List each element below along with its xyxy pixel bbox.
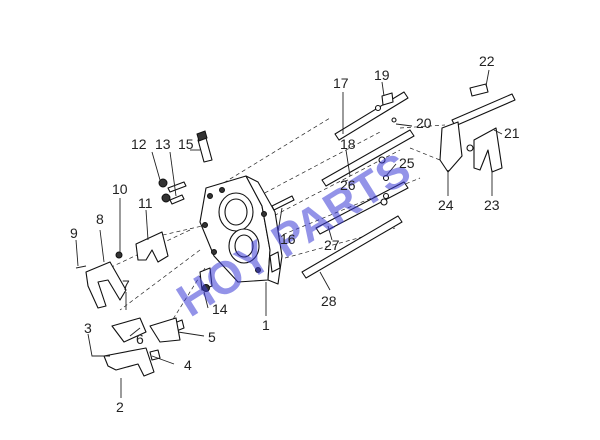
transmission-housing xyxy=(199,175,283,285)
callout-26: 26 xyxy=(340,177,356,193)
callout-labels: 1 2 3 4 5 6 7 8 9 10 11 12 13 15 14 16 1… xyxy=(70,53,520,415)
callout-20: 20 xyxy=(416,115,432,131)
callout-18: 18 xyxy=(340,136,356,152)
callout-23: 23 xyxy=(484,197,500,213)
callout-28: 28 xyxy=(321,293,337,309)
callout-4: 4 xyxy=(184,357,192,373)
callout-17: 17 xyxy=(333,75,349,91)
callout-22: 22 xyxy=(479,53,495,69)
callout-12: 12 xyxy=(131,136,147,152)
callout-3: 3 xyxy=(84,320,92,336)
callout-24: 24 xyxy=(438,197,454,213)
callout-8: 8 xyxy=(96,211,104,227)
callout-1: 1 xyxy=(262,317,270,333)
callout-9: 9 xyxy=(70,225,78,241)
callout-10: 10 xyxy=(112,181,128,197)
callout-16: 16 xyxy=(280,231,296,247)
callout-27: 27 xyxy=(324,237,340,253)
callout-21: 21 xyxy=(504,125,520,141)
small-hardware xyxy=(75,83,489,361)
callout-7: 7 xyxy=(122,277,130,293)
callout-11: 11 xyxy=(138,195,153,211)
shift-forks xyxy=(85,121,503,377)
callout-6: 6 xyxy=(136,331,144,347)
callout-15: 15 xyxy=(178,136,194,152)
callout-13: 13 xyxy=(155,136,171,152)
callout-5: 5 xyxy=(208,329,216,345)
callout-19: 19 xyxy=(374,67,390,83)
callout-14: 14 xyxy=(212,301,228,317)
callout-25: 25 xyxy=(399,155,415,171)
leader-lines xyxy=(75,69,503,398)
callout-2: 2 xyxy=(116,399,124,415)
